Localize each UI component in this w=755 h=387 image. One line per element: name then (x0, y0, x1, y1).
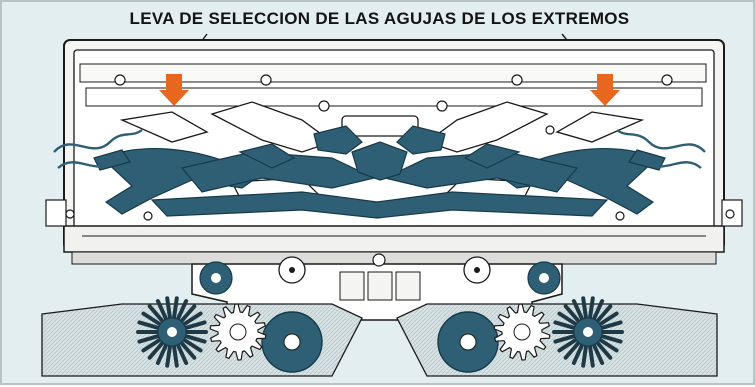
end-wire-springs (53, 129, 706, 169)
right-orange-arrow-icon (590, 74, 620, 106)
diagram-title: LEVA DE SELECCION DE LAS AGUJAS DE LOS E… (129, 9, 630, 28)
toothed-gear-icon (209, 303, 551, 361)
spiked-gear-icon (136, 296, 624, 368)
large-blue-wheels (261, 311, 499, 373)
white-cam-plates (119, 101, 645, 203)
roller-wheel-icon (199, 261, 561, 295)
blue-cams (93, 125, 666, 219)
left-orange-arrow-icon (159, 74, 189, 106)
